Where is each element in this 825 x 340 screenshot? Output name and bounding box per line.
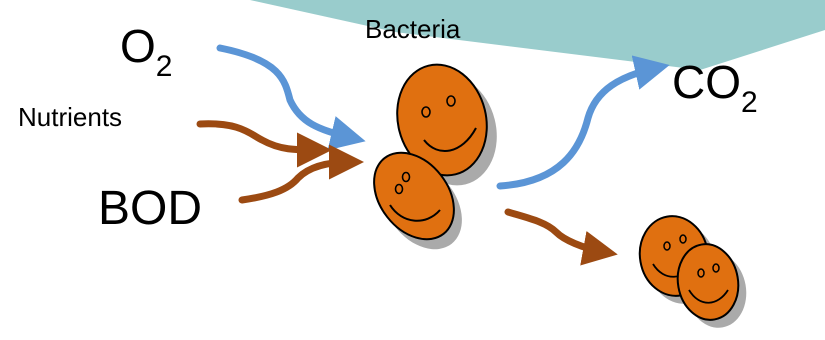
co2-arrow (500, 68, 656, 186)
bod-arrow (242, 162, 350, 200)
nutrients-label: Nutrients (18, 102, 122, 132)
co2-label-main: CO (672, 56, 741, 108)
o2-label: O2 (120, 20, 172, 83)
bod-label: BOD (98, 182, 202, 235)
bacteria-label: Bacteria (365, 14, 461, 44)
nutrients-arrow (200, 124, 318, 150)
oxygen-arrow (220, 48, 352, 138)
co2-label-subscript: 2 (741, 86, 758, 119)
reproduction-arrow (508, 212, 604, 252)
o2-label-main: O (120, 20, 156, 72)
o2-label-subscript: 2 (156, 50, 173, 83)
co2-label: CO2 (672, 56, 758, 119)
